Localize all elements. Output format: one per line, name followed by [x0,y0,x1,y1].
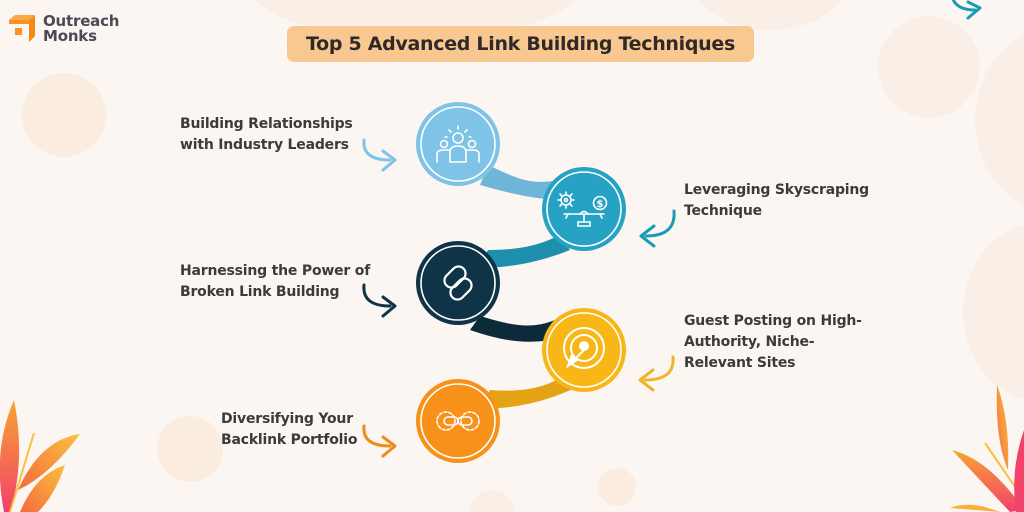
connector-2-3 [478,235,570,268]
decor-circle [470,490,514,512]
logo-mark-icon [9,15,35,42]
decor-circle [598,468,636,506]
step-4-label: Guest Posting on High- Authority, Niche-… [684,311,862,374]
page-title: Top 5 Advanced Link Building Techniques [287,26,754,62]
step-4-label-line2: Authority, Niche- [684,334,815,350]
arrow-step-5 [362,424,397,458]
step-5-label-line2: Backlink Portfolio [221,432,358,448]
connector-3-4 [470,316,560,342]
step-2-label-line2: Technique [684,203,762,219]
brand-name-line2: Monks [43,27,97,45]
step-4-label-line3: Relevant Sites [684,355,796,371]
step-2-node[interactable]: $ [542,167,626,251]
decor-circle [878,16,980,118]
connector-1-2 [480,165,565,200]
step-2-label: Leveraging Skyscraping Technique [684,180,869,222]
arrow-step-4 [638,355,675,392]
brand-logo[interactable]: Outreach Monks [7,14,119,44]
arrow-step-2 [639,209,676,248]
step-5-label: Diversifying Your Backlink Portfolio [221,409,357,451]
step-1-node[interactable] [416,102,500,186]
svg-text:$: $ [597,199,604,210]
step-4-node[interactable] [542,308,626,392]
decor-circle [157,416,223,482]
balance-scale-gear-dollar-icon: $ [557,191,608,227]
decor-circle [22,73,106,157]
step-3-label-line2: Broken Link Building [180,284,340,300]
step-1-label: Building Relationships with Industry Lea… [180,114,353,156]
step-1-label-line1: Building Relationships [180,116,353,132]
step-4-label-line1: Guest Posting on High- [684,313,862,329]
gears-link-icon [436,411,480,431]
brand-name-line1: Outreach [43,12,120,30]
step-5-label-line1: Diversifying Your [221,411,353,427]
leaf-decoration-left [0,400,80,512]
leaf-decoration-right [950,385,1024,512]
connector-4-5 [480,378,575,409]
arrow-step-3 [362,283,397,318]
step-5-node[interactable] [416,379,500,463]
chain-link-icon [443,265,473,301]
target-arrow-icon [563,327,605,369]
team-leader-icon [436,125,480,163]
step-1-label-line2: with Industry Leaders [180,137,349,153]
step-2-label-line1: Leveraging Skyscraping [684,182,869,198]
step-3-label: Harnessing the Power of Broken Link Buil… [180,261,370,303]
arrow-step-1 [362,138,397,172]
arrow-decor-top-right [951,0,982,20]
step-3-label-line1: Harnessing the Power of [180,263,371,279]
step-3-node[interactable] [416,241,500,325]
